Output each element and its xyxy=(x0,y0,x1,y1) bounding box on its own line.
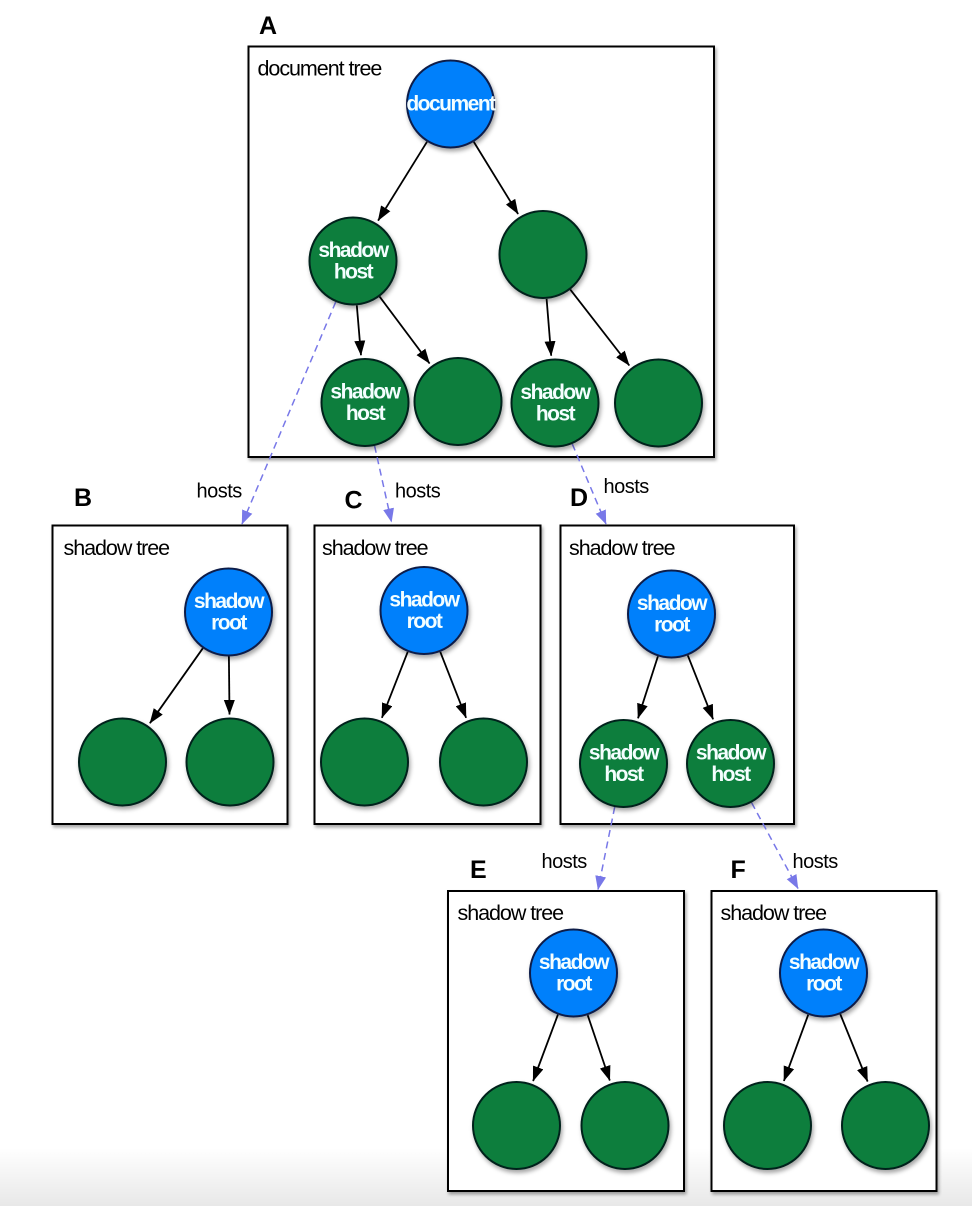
svg-text:A: A xyxy=(259,12,277,40)
svg-text:hosts: hosts xyxy=(604,476,650,498)
svg-text:shadow: shadow xyxy=(589,742,660,765)
svg-text:hosts: hosts xyxy=(542,851,588,873)
svg-text:hosts: hosts xyxy=(395,481,441,503)
svg-text:D: D xyxy=(570,484,588,512)
svg-text:C: C xyxy=(345,487,363,515)
svg-text:shadow tree: shadow tree xyxy=(64,536,170,560)
svg-text:shadow: shadow xyxy=(789,951,860,974)
svg-text:shadow tree: shadow tree xyxy=(569,536,675,560)
svg-text:F: F xyxy=(731,856,746,884)
svg-text:host: host xyxy=(346,402,386,425)
svg-text:shadow: shadow xyxy=(389,589,460,612)
svg-text:host: host xyxy=(604,763,644,786)
svg-text:shadow: shadow xyxy=(318,239,389,262)
svg-text:shadow: shadow xyxy=(637,592,708,615)
svg-text:shadow: shadow xyxy=(520,381,591,404)
svg-text:root: root xyxy=(211,612,247,635)
svg-text:shadow: shadow xyxy=(539,951,610,974)
svg-text:hosts: hosts xyxy=(793,851,839,873)
svg-text:hosts: hosts xyxy=(197,481,243,503)
svg-text:shadow tree: shadow tree xyxy=(721,901,827,925)
svg-text:shadow: shadow xyxy=(194,590,265,613)
svg-text:shadow tree: shadow tree xyxy=(458,901,564,925)
svg-text:document tree: document tree xyxy=(258,57,382,81)
svg-text:root: root xyxy=(654,614,690,637)
svg-text:host: host xyxy=(536,403,576,426)
svg-text:shadow: shadow xyxy=(696,742,767,765)
svg-text:shadow: shadow xyxy=(330,381,401,404)
svg-text:shadow tree: shadow tree xyxy=(322,536,428,560)
svg-text:B: B xyxy=(74,484,92,512)
svg-text:root: root xyxy=(806,973,842,996)
svg-text:document: document xyxy=(406,93,496,116)
svg-text:host: host xyxy=(711,763,751,786)
svg-text:E: E xyxy=(470,856,487,884)
svg-text:root: root xyxy=(556,973,592,996)
svg-text:root: root xyxy=(407,610,443,633)
svg-text:host: host xyxy=(334,261,374,284)
